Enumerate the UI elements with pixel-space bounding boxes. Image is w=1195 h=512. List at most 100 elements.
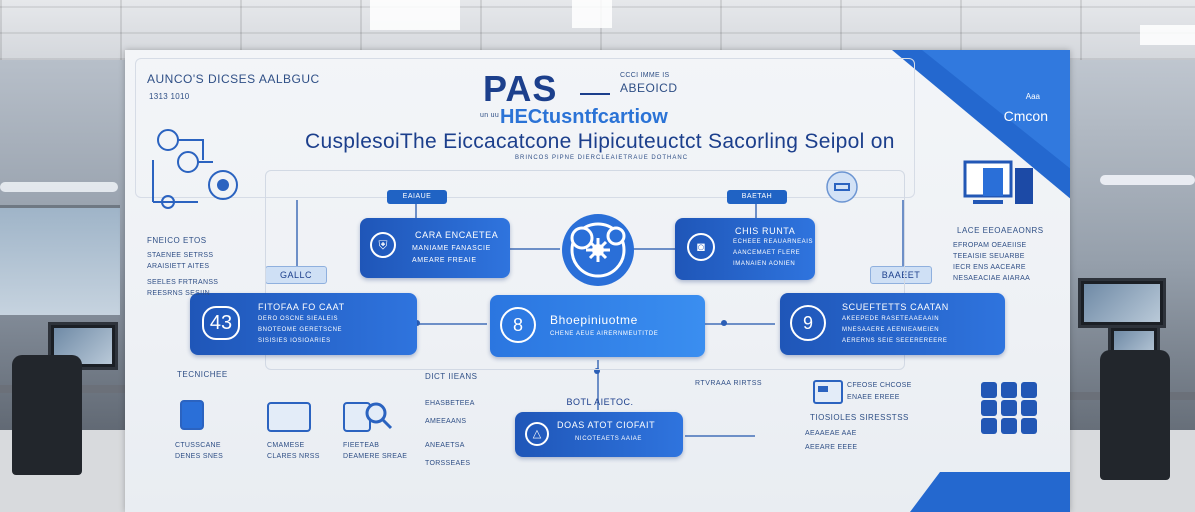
card-scuefte[interactable]: 9 SCUEFTETTS CAATAN AKEEPEDE RASETEAAEAA… — [780, 293, 1005, 355]
bottom-list-item: EHASBETEEA — [425, 400, 475, 407]
frame — [135, 58, 915, 198]
bottom-item-label: FIEETEAB — [343, 442, 380, 449]
ceiling-light — [370, 0, 460, 30]
lock-icon: ◙ — [687, 233, 715, 261]
card-runtime[interactable]: ◙ CHIS RUNTA ECHEEE REAUARNEAIS AANCEMAE… — [675, 218, 815, 280]
card-bottom[interactable]: △ DOAS ATOT CIOFAIT NICOTEAETS AAIAE — [515, 412, 683, 457]
corner-accent — [892, 50, 1070, 199]
right-list-item: ENAEE EREEE — [847, 394, 900, 401]
connector — [630, 248, 675, 250]
card-line: AKEEPEDE RASETEAAEAAIN — [842, 316, 940, 322]
bottom-item-label: CMAMESE — [267, 442, 305, 449]
ceiling-light — [572, 0, 612, 28]
card-line: MANIAME FANASCIE — [412, 245, 491, 252]
shield-icon: ⛨ — [370, 232, 396, 258]
card-line: MNESAAERE AEENIEAMEIEN — [842, 327, 940, 333]
page-subtitle: HECtusntfcartiow — [500, 106, 668, 128]
card-line: AMEARE FREAIE — [412, 257, 477, 264]
card-title: DOAS ATOT CIOFAIT — [557, 420, 656, 430]
side-right-line: NESAEACIAE AIARAA — [953, 275, 1031, 282]
side-right-line: TEEAISIE SEUARBE — [953, 253, 1025, 260]
card-line: IMANAIEN AONIEN — [733, 261, 796, 267]
connector — [417, 323, 487, 325]
connector-dot — [721, 320, 727, 326]
connector — [755, 204, 757, 218]
office-light — [1100, 175, 1195, 185]
title-underline — [580, 93, 610, 95]
bottom-item-sub: DENES SNES — [175, 453, 224, 460]
card-icon — [813, 380, 843, 404]
connector — [296, 200, 298, 266]
card-encryption[interactable]: ⛨ CARA ENCAETEA MANIAME FANASCIE AMEARE … — [360, 218, 510, 278]
computer-icon — [963, 160, 1033, 204]
brand-name: Cmcon — [1003, 108, 1048, 124]
connector — [902, 200, 904, 266]
card-sub: CHENE AEUE AIRERNMEUTITDE — [550, 331, 659, 337]
right-list-item: AEAAEAE AAE — [805, 430, 857, 437]
bottom-item-sub: CLARES NRSS — [267, 453, 320, 460]
label-pill: EAIAUE — [387, 190, 447, 204]
card-number: 8 — [500, 307, 536, 343]
ceiling-light — [1140, 25, 1195, 45]
side-left-line: SEELES FRTRANSS — [147, 279, 219, 286]
card-center[interactable]: 8 Bhoepiniuotme CHENE AEUE AIRERNMEUTITD… — [490, 295, 705, 357]
right-list-item: AEEARE EEEE — [805, 444, 858, 451]
card-title: CHIS RUNTA — [735, 226, 796, 236]
connector — [415, 204, 417, 218]
tablet-icon — [180, 400, 204, 430]
section-heading: TECNICHEE — [177, 370, 228, 379]
side-left-line: STAENEE SETRSS — [147, 252, 214, 259]
search-icon — [365, 402, 393, 430]
card-title: CARA ENCAETEA — [415, 230, 499, 240]
card-line: DERO OSCNE SIEALEIS — [258, 316, 339, 322]
card-title: Bhoepiniuotme — [550, 313, 638, 327]
card-fitofaa[interactable]: 43 FITOFAA FO CAAT DERO OSCNE SIEALEIS B… — [190, 293, 417, 355]
card-number: 9 — [790, 305, 826, 341]
card-title: FITOFAA FO CAAT — [258, 302, 345, 312]
label-pill: GALLC — [265, 266, 327, 284]
connector — [510, 248, 560, 250]
title-side-small: CCCI IMME IS — [620, 72, 670, 79]
card-line: AERERNS SEIE SEEEREREERE — [842, 338, 948, 344]
cloud-icon — [826, 171, 858, 203]
label-pill: BAETAH — [727, 190, 787, 204]
office-chair — [1100, 350, 1170, 480]
office-light — [0, 182, 118, 192]
office-window — [0, 205, 120, 315]
bottom-item-sub: DEAMERE SREAE — [343, 453, 408, 460]
page-title: PAS — [483, 68, 558, 109]
office-monitor — [1078, 278, 1166, 328]
top-left-sub: 1313 1010 — [149, 92, 190, 101]
corner-accent-bottom — [910, 472, 1070, 512]
connector — [597, 360, 599, 410]
infographic-board: Aaa Cmcon AUNCO'S DICSES AALBGUC 1313 10… — [125, 50, 1070, 512]
heading-caption: BRINCOS PIPNE DIERCLEAIETRAUE DOTHANC — [515, 155, 689, 161]
bottom-center-label: BOTL AIETOC. — [566, 397, 634, 407]
bottom-list-item: TORSSEAES — [425, 460, 471, 467]
bottom-item-label: CTUSSCANE — [175, 442, 221, 449]
card-title: SCUEFTETTS CAATAN — [842, 302, 949, 312]
right-list-item: CFEOSE CHCOSE — [847, 382, 912, 389]
side-right-line: IECR ENS AACEARE — [953, 264, 1026, 271]
connector — [685, 435, 755, 437]
card-sub: NICOTEAETS AAIAE — [575, 436, 642, 442]
section-heading: RTVRAAA RIRTSS — [695, 380, 763, 387]
connector-dot — [594, 368, 600, 374]
brand-caption: Aaa — [1025, 92, 1040, 101]
side-left-line: ARAISIETT AITES — [147, 263, 210, 270]
triangle-icon: △ — [525, 422, 549, 446]
subtitle-prefix: un uu — [480, 112, 500, 119]
card-line: ECHEEE REAUARNEAIS — [733, 239, 814, 245]
network-diagram-icon — [152, 129, 238, 209]
section-heading: TIOSIOLES SIRESSTSS — [810, 413, 909, 422]
frame — [265, 170, 905, 370]
card-line: AANCEMAET FLERE — [733, 250, 801, 256]
title-side: ABEOICD — [620, 81, 678, 95]
card-line: BNOTEOME GERETSCNE — [258, 327, 343, 333]
bottom-list-item: AMEEAANS — [425, 418, 467, 425]
bottom-list-item: ANEAETSA — [425, 442, 465, 449]
card-number: 43 — [202, 306, 240, 340]
side-right-line: EFROPAM OEAEIISE — [953, 242, 1027, 249]
side-right-heading: LACE EEOAEAONRS — [957, 226, 1044, 235]
label-pill: BAAEET — [870, 266, 932, 284]
